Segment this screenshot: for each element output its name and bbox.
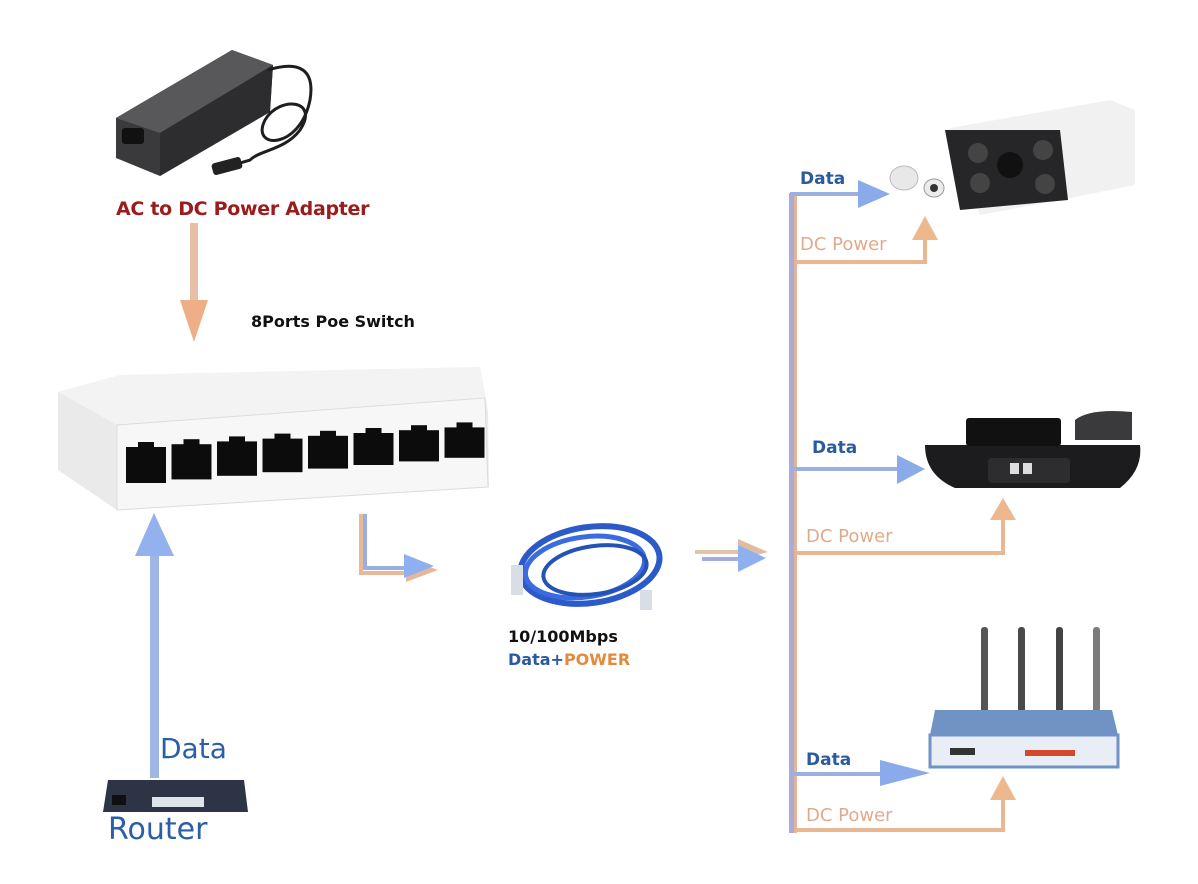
router-data-label: Data [160, 732, 227, 765]
switch-ports [126, 422, 485, 483]
ip-camera-image [889, 100, 1135, 215]
poe-switch-image [58, 367, 489, 511]
cable-type-power: POWER [563, 650, 631, 669]
cable-type-data: Data [508, 650, 551, 669]
switch-port [399, 430, 439, 462]
power-adapter-image [116, 50, 313, 176]
switch-port-tab [229, 436, 245, 443]
switch-port [444, 427, 485, 458]
switch-port-tab [320, 430, 336, 437]
elbow-arrow-switch-output [359, 514, 438, 582]
wireless-ap-image [928, 627, 1120, 769]
power-arrow-adapter-to-switch [180, 223, 208, 342]
trunk-line [789, 193, 797, 833]
phone-data-label: Data [812, 438, 858, 458]
ap-branch [790, 760, 1016, 832]
switch-port [353, 433, 394, 465]
data-arrow-router-to-switch [135, 513, 174, 778]
switch-port [308, 435, 348, 469]
switch-port [217, 441, 257, 476]
phone-power-label: DC Power [806, 526, 893, 547]
ip-phone-image [925, 411, 1141, 488]
cable-type-plus: + [550, 650, 564, 669]
adapter-label: AC to DC Power Adapter [116, 198, 370, 220]
switch-port-tab [274, 433, 291, 440]
switch-port [171, 444, 212, 480]
switch-port-tab [411, 425, 427, 432]
ap-data-label: Data [806, 750, 852, 770]
camera-power-label: DC Power [800, 234, 887, 255]
router-image [103, 780, 248, 812]
switch-port-tab [138, 442, 154, 448]
phone-branch [790, 455, 1016, 555]
switch-port-tab [183, 439, 200, 446]
switch-port [262, 438, 303, 473]
switch-label: 8Ports Poe Switch [251, 312, 415, 331]
camera-data-label: Data [800, 169, 846, 189]
cable-type-label: Data+POWER [508, 650, 630, 669]
camera-branch [790, 180, 938, 264]
cable-speed-label: 10/100Mbps [508, 627, 618, 646]
switch-port [126, 447, 166, 483]
combined-arrow-cable-to-trunk [695, 539, 768, 572]
switch-port-tab [365, 428, 382, 434]
ethernet-cable-image [511, 523, 663, 610]
switch-port-tab [456, 422, 473, 429]
ap-power-label: DC Power [806, 805, 893, 826]
router-label: Router [108, 812, 208, 847]
